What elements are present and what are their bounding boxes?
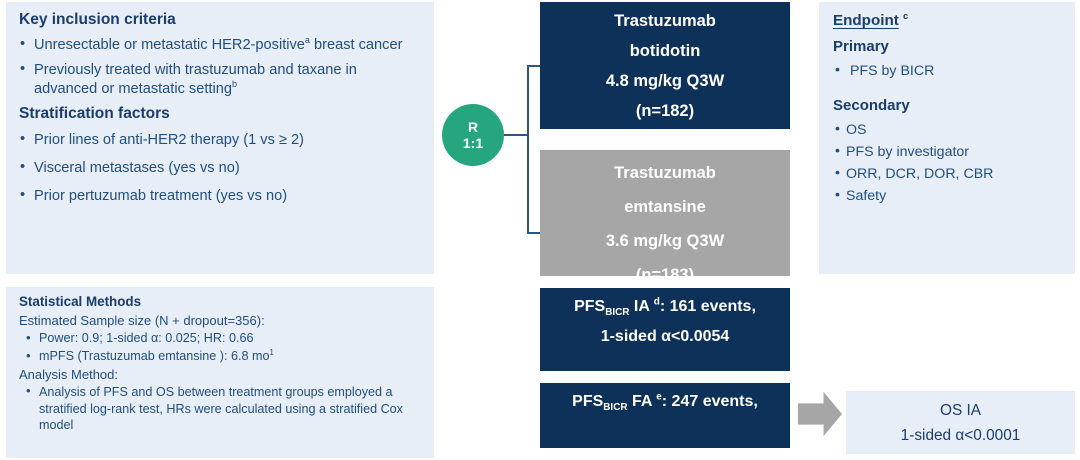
criterion-text: Unresectable or metastatic HER2-positive: [34, 37, 305, 53]
pfs-ia-alpha: 1-sided α<0.0054: [600, 328, 730, 345]
mpfs-text: mPFS (Trastuzumab emtansine ): 6.8 mo: [39, 349, 270, 363]
list-item: Prior lines of anti-HER2 therapy (1 vs ≥…: [18, 130, 422, 150]
footnote-marker: b: [231, 79, 237, 90]
criterion-text: Previously treated with trastuzumab and …: [34, 62, 357, 97]
list-item: mPFS (Trastuzumab emtansine ): 6.8 mo1: [18, 347, 424, 365]
footnote-marker: c: [903, 9, 909, 21]
randomization-node: R 1:1: [442, 104, 504, 166]
pfs-stage: FA: [631, 393, 652, 410]
right-arrow-icon: [798, 391, 842, 437]
experimental-arm-box: Trastuzumab botidotin 4.8 mg/kg Q3W (n=1…: [540, 2, 790, 129]
statistical-methods-panel: Statistical Methods Estimated Sample siz…: [6, 287, 434, 458]
connector-to-experimental-arm: [527, 65, 547, 67]
list-item: ORR, DCR, DOR, CBR: [833, 163, 1065, 184]
control-arm-box: Trastuzumab emtansine 3.6 mg/kg Q3W (n=1…: [540, 150, 790, 276]
arm-dose: 4.8 mg/kg Q3W: [605, 71, 725, 90]
pfs-stage: IA: [633, 298, 650, 315]
stratification-title: Stratification factors: [19, 105, 170, 122]
footnote-marker: d: [653, 296, 660, 308]
endpoints-panel: Endpoint c Primary PFS by BICR Secondary…: [819, 2, 1075, 274]
criterion-text-after: breast cancer: [309, 37, 403, 53]
secondary-endpoint-list: OS PFS by investigator ORR, DCR, DOR, CB…: [833, 119, 1065, 206]
endpoints-title: Endpoint c: [833, 9, 909, 29]
list-item: OS: [833, 119, 1065, 140]
arm-drug-line1: Trastuzumab: [614, 164, 716, 182]
connector-to-control-arm: [527, 232, 547, 234]
endpoints-title-text: Endpoint: [833, 12, 899, 29]
pfs-fa-heading: PFSBICR FA e: 247 events,: [540, 387, 790, 417]
footnote-marker: a: [304, 35, 310, 46]
sample-size-list: Power: 0.9; 1-sided α: 0.025; HR: 0.66 m…: [18, 329, 424, 365]
inclusion-criteria-panel: Key inclusion criteria Unresectable or m…: [6, 2, 434, 274]
pfs-events: : 247 events,: [661, 393, 758, 410]
list-item: Visceral metastases (yes vs no): [18, 158, 422, 178]
pfs-label: PFS: [574, 298, 606, 315]
list-item: Analysis of PFS and OS between treatment…: [18, 383, 424, 434]
list-item: PFS by BICR: [833, 60, 1065, 81]
os-interim-analysis-panel: OS IA 1-sided α<0.0001: [846, 391, 1075, 454]
list-item: Unresectable or metastatic HER2-positive…: [18, 35, 422, 55]
pfs-subscript: BICR: [603, 402, 628, 414]
os-ia-title: OS IA: [939, 401, 982, 419]
connector-stub: [504, 134, 528, 136]
arm-drug-line1: Trastuzumab: [614, 11, 716, 30]
arm-sample-size: (n=182): [635, 101, 695, 120]
list-item: Power: 0.9; 1-sided α: 0.025; HR: 0.66: [18, 329, 424, 347]
sample-size-line: Estimated Sample size (N + dropout=356):: [19, 313, 265, 328]
arm-drug-line2: botidotin: [629, 41, 701, 60]
list-item: PFS by investigator: [833, 141, 1065, 162]
inclusion-criteria-list: Unresectable or metastatic HER2-positive…: [18, 35, 422, 99]
arm-dose: 3.6 mg/kg Q3W: [605, 232, 725, 250]
arm-drug-line2: emtansine: [624, 198, 706, 216]
pfs-interim-analysis-box: PFSBICR IA d: 161 events, 1-sided α<0.00…: [540, 288, 790, 371]
arm-sample-size: (n=183): [635, 266, 695, 276]
pfs-subscript: BICR: [605, 307, 630, 319]
list-item: Safety: [833, 185, 1065, 206]
list-item: Previously treated with trastuzumab and …: [18, 60, 422, 99]
analysis-method-list: Analysis of PFS and OS between treatment…: [18, 383, 424, 434]
randomization-letter: R: [467, 119, 479, 135]
randomization-ratio: 1:1: [462, 135, 484, 151]
reference-marker: 1: [269, 347, 274, 357]
secondary-endpoint-label: Secondary: [833, 97, 910, 114]
list-item: Prior pertuzumab treatment (yes vs no): [18, 186, 422, 206]
inclusion-criteria-title: Key inclusion criteria: [19, 11, 176, 28]
os-ia-alpha: 1-sided α<0.0001: [900, 426, 1021, 444]
pfs-final-analysis-box: PFSBICR FA e: 247 events,: [540, 383, 790, 448]
connector-vertical: [527, 66, 529, 234]
pfs-ia-heading: PFSBICR IA d: 161 events,: [540, 292, 790, 322]
pfs-events: : 161 events,: [659, 298, 756, 315]
statistical-methods-title: Statistical Methods: [19, 294, 142, 309]
analysis-method-line: Analysis Method:: [19, 367, 118, 382]
stratification-list: Prior lines of anti-HER2 therapy (1 vs ≥…: [18, 130, 422, 206]
primary-endpoint-list: PFS by BICR: [833, 60, 1065, 81]
primary-endpoint-label: Primary: [833, 38, 889, 55]
footnote-marker: e: [656, 391, 662, 403]
pfs-label: PFS: [572, 393, 604, 410]
